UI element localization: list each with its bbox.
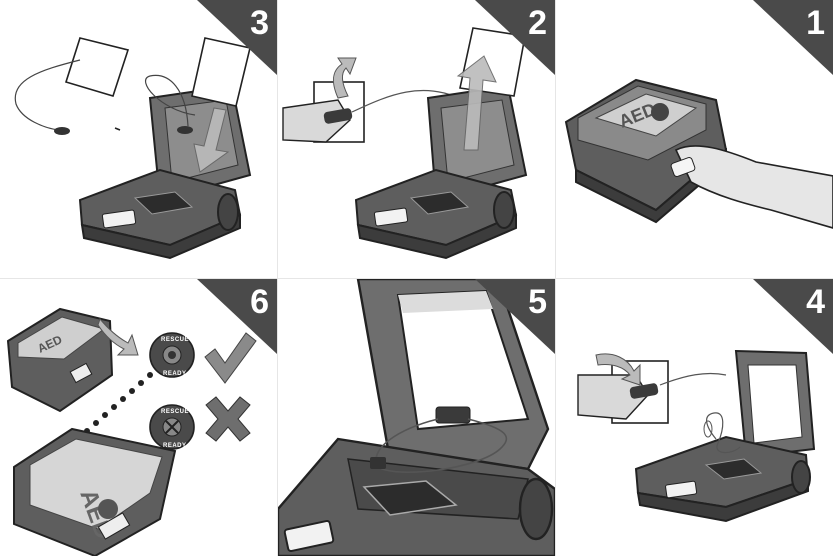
step-number: 1 bbox=[806, 6, 825, 40]
ready-indicator-bad: RESCUE READY bbox=[150, 405, 194, 449]
panel-step-4: 4 bbox=[556, 279, 833, 556]
panel-step-2: 2 bbox=[278, 0, 555, 278]
step-number: 3 bbox=[250, 6, 269, 40]
step-badge: 3 bbox=[197, 0, 277, 75]
panel-step-1: AED 1 bbox=[556, 0, 833, 278]
panel-step-3: 3 bbox=[0, 0, 277, 278]
panel-step-5: 5 bbox=[278, 279, 555, 556]
loose-pad bbox=[15, 38, 128, 135]
grid-divider-horizontal bbox=[0, 278, 833, 279]
step-badge: 5 bbox=[475, 279, 555, 354]
indicator-bottom-text: READY bbox=[163, 443, 187, 449]
hand-with-connector bbox=[578, 361, 726, 423]
aed-device-small: AED bbox=[8, 309, 112, 411]
step-badge: 4 bbox=[753, 279, 833, 354]
panel-step-6: AED RESCUE READY RESC bbox=[0, 279, 277, 556]
step-number: 4 bbox=[806, 285, 825, 319]
cross-icon bbox=[206, 397, 250, 441]
indicator-top-text: RESCUE bbox=[161, 337, 189, 343]
step-badge: 2 bbox=[475, 0, 555, 75]
aed-device-large: AED bbox=[14, 429, 175, 556]
step-badge: 6 bbox=[197, 279, 277, 354]
step-number: 6 bbox=[250, 285, 269, 319]
step-badge: 1 bbox=[753, 0, 833, 75]
step-number: 2 bbox=[528, 6, 547, 40]
ready-indicator-ok: RESCUE READY bbox=[150, 333, 194, 377]
step-number: 5 bbox=[528, 285, 547, 319]
indicator-top-text: RESCUE bbox=[161, 409, 189, 415]
indicator-bottom-text: READY bbox=[163, 371, 187, 377]
